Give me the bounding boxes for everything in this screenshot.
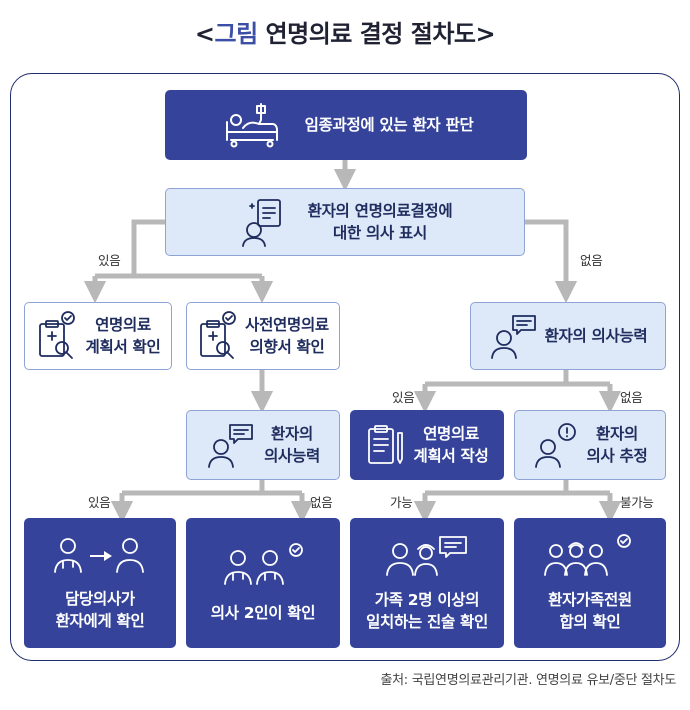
hospital-bed-icon	[225, 103, 278, 148]
node-presume: 환자의 의사 추정	[514, 410, 666, 480]
node-family-two: 가족 2명 이상의 일치하는 진술 확인	[350, 518, 504, 648]
edge-label-possible: 가능	[390, 495, 413, 510]
node-start: 임종과정에 있는 환자 판단	[165, 90, 527, 160]
edge-presume-split	[422, 480, 613, 514]
person-exclamation-icon	[534, 423, 576, 468]
clipboard-search-icon	[200, 311, 237, 359]
edge-label-no: 없음	[310, 495, 333, 510]
node-plan-check: 연명의료 계획서 확인	[24, 302, 172, 370]
clipboard-pen-icon	[367, 425, 403, 464]
node-start-label: 임종과정에 있는 환자 판단	[304, 115, 474, 134]
edge-label-impossible: 불가능	[620, 495, 654, 510]
family-speech-icon	[386, 535, 467, 576]
edge-label-yes: 있음	[98, 253, 121, 268]
node-plan-write-label: 연명의료 계획서 작성	[413, 424, 489, 465]
person-speech-icon	[490, 315, 536, 359]
title-accent: 그림	[214, 20, 259, 48]
node-family-all: 환자가족전원 합의 확인	[514, 518, 666, 648]
node-capacity-right: 환자의 의사능력	[470, 302, 666, 370]
node-capacity-right-label: 환자의 의사능력	[544, 326, 648, 345]
node-family-two-label: 가족 2명 이상의 일치하는 진술 확인	[366, 590, 488, 631]
source-caption: 출처: 국립연명의료관리기관. 연명의료 유보/중단 절차도	[380, 673, 676, 688]
two-doctors-icon	[224, 542, 303, 585]
node-doctor-confirm: 담당의사가 환자에게 확인	[24, 518, 176, 648]
node-plan-write: 연명의료 계획서 작성	[350, 410, 504, 480]
edge-expression-yes	[92, 219, 262, 292]
node-doctor-confirm-label: 담당의사가 환자에게 확인	[55, 589, 145, 630]
diagram-title: <그림 연명의료 결정 절차도>	[194, 20, 496, 48]
person-speech-icon	[208, 424, 253, 468]
node-plan-check-label: 연명의료 계획서 확인	[85, 315, 161, 356]
clipboard-search-icon	[38, 311, 75, 359]
node-family-all-label: 환자가족전원 합의 확인	[548, 590, 632, 631]
node-presume-label: 환자의 의사 추정	[586, 424, 648, 465]
edge-label-no: 없음	[580, 253, 603, 268]
family-group-icon	[544, 533, 631, 576]
node-capacity-left-label: 환자의 의사능력	[264, 424, 320, 465]
doctor-chart-icon	[241, 199, 281, 247]
node-capacity-left: 환자의 의사능력	[186, 410, 340, 480]
node-two-doctors: 의사 2인이 확인	[186, 518, 340, 648]
edge-capacity-split	[422, 370, 613, 402]
node-expression-label: 환자의 연명의료결정에 대한 의사 표시	[307, 201, 453, 242]
edge-label-no: 없음	[620, 390, 643, 405]
edge-label-yes: 있음	[392, 390, 415, 405]
edge-expression-no	[525, 219, 578, 304]
node-expression: 환자의 연명의료결정에 대한 의사 표시	[165, 188, 525, 256]
doctor-to-patient-icon	[54, 537, 144, 573]
node-advance-check: 사전연명의료 의향서 확인	[186, 302, 340, 370]
node-advance-check-label: 사전연명의료 의향서 확인	[245, 315, 329, 356]
edge-label-yes: 있음	[88, 495, 111, 510]
node-two-doctors-label: 의사 2인이 확인	[210, 603, 316, 622]
edge-capacity2-split	[119, 480, 305, 514]
